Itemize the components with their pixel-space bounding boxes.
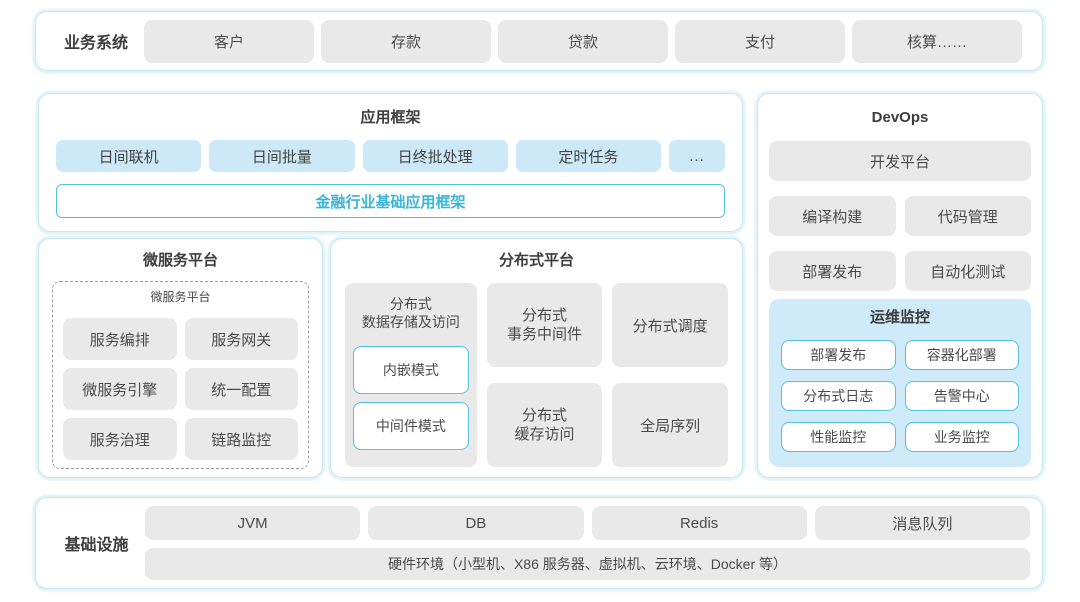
business-item-deposit: 存款	[321, 19, 491, 63]
business-item-payment: 支付	[675, 19, 845, 63]
monitor-item-performance: 性能监控	[781, 422, 896, 452]
microservice-inner-box: 微服务平台 服务编排 服务网关 微服务引擎 统一配置 服务治理 链路监控	[52, 281, 309, 469]
infrastructure-items-row: JVM DB Redis 消息队列	[145, 506, 1030, 540]
ops-monitoring-grid: 部署发布 容器化部署 分布式日志 告警中心 性能监控 业务监控	[781, 340, 1019, 452]
devops-tool-code: 代码管理	[904, 196, 1031, 236]
devops-panel: DevOps 开发平台 编译构建 代码管理 部署发布 自动化测试 运维监控 部署…	[757, 93, 1043, 478]
distributed-cache-box: 分布式 缓存访问	[486, 383, 603, 467]
distributed-scheduler-box: 分布式调度	[612, 283, 729, 367]
distributed-sequence-box: 全局序列	[612, 383, 729, 467]
distributed-transaction-box: 分布式 事务中间件	[486, 283, 603, 367]
microservice-panel: 微服务平台 微服务平台 服务编排 服务网关 微服务引擎 统一配置 服务治理 链路…	[38, 238, 323, 478]
base-framework-bar: 金融行业基础应用框架	[56, 184, 725, 218]
distributed-middle-column: 分布式 事务中间件 分布式 缓存访问	[486, 283, 603, 467]
devops-tools-grid: 编译构建 代码管理 部署发布 自动化测试	[769, 196, 1031, 291]
app-item-daytime-online: 日间联机	[56, 140, 202, 172]
infrastructure-label: 基础设施	[64, 537, 129, 554]
micro-item-gateway: 服务网关	[184, 318, 298, 360]
storage-mode-middleware: 中间件模式	[353, 402, 469, 450]
devops-tool-build: 编译构建	[769, 196, 896, 236]
ops-monitoring-title: 运维监控	[869, 309, 930, 326]
distributed-storage-box: 分布式 数据存储及访问 内嵌模式 中间件模式	[345, 283, 477, 467]
distributed-panel: 分布式平台 分布式 数据存储及访问 内嵌模式 中间件模式 分布式 事务中间件 分…	[330, 238, 743, 478]
app-item-more: ...	[669, 140, 725, 172]
business-item-customer: 客户	[144, 19, 314, 63]
infra-item-jvm: JVM	[145, 506, 361, 540]
monitor-item-container: 容器化部署	[904, 340, 1019, 370]
app-item-daytime-batch: 日间批量	[209, 140, 355, 172]
infra-item-db: DB	[368, 506, 584, 540]
monitor-item-alert: 告警中心	[904, 381, 1019, 411]
ops-monitoring-panel: 运维监控 部署发布 容器化部署 分布式日志 告警中心 性能监控 业务监控	[769, 299, 1031, 467]
devops-tool-autotest: 自动化测试	[904, 251, 1031, 291]
business-systems-label: 业务系统	[63, 35, 128, 52]
monitor-item-business: 业务监控	[904, 422, 1019, 452]
monitor-item-logs: 分布式日志	[781, 381, 896, 411]
infra-item-redis: Redis	[591, 506, 807, 540]
micro-item-governance: 服务治理	[63, 418, 177, 460]
distributed-storage-label: 分布式 数据存储及访问	[361, 296, 460, 330]
app-item-scheduled-task: 定时任务	[515, 140, 661, 172]
infrastructure-panel: 基础设施 JVM DB Redis 消息队列 硬件环境（小型机、X86 服务器、…	[35, 497, 1043, 589]
business-item-accounting: 核算……	[852, 19, 1022, 63]
microservice-inner-title: 微服务平台	[150, 290, 211, 304]
app-framework-title: 应用框架	[360, 109, 421, 126]
distributed-right-column: 分布式调度 全局序列	[612, 283, 729, 467]
devops-tool-deploy: 部署发布	[769, 251, 896, 291]
distributed-title: 分布式平台	[498, 252, 574, 269]
micro-item-tracing: 链路监控	[184, 418, 298, 460]
monitor-item-deploy: 部署发布	[781, 340, 896, 370]
business-item-loan: 贷款	[498, 19, 668, 63]
micro-item-config: 统一配置	[184, 368, 298, 410]
distributed-grid: 分布式 数据存储及访问 内嵌模式 中间件模式 分布式 事务中间件 分布式 缓存访…	[345, 283, 729, 467]
microservice-grid: 服务编排 服务网关 微服务引擎 统一配置 服务治理 链路监控	[63, 318, 298, 460]
microservice-title: 微服务平台	[142, 252, 218, 269]
micro-item-engine: 微服务引擎	[63, 368, 177, 410]
dev-platform-box: 开发平台	[769, 141, 1031, 181]
infrastructure-stack: JVM DB Redis 消息队列 硬件环境（小型机、X86 服务器、虚拟机、云…	[145, 506, 1030, 580]
app-item-eod-batch: 日终批处理	[362, 140, 508, 172]
hardware-environment-bar: 硬件环境（小型机、X86 服务器、虚拟机、云环境、Docker 等）	[145, 548, 1030, 580]
app-framework-row: 日间联机 日间批量 日终批处理 定时任务 ...	[56, 140, 725, 172]
app-framework-panel: 应用框架 日间联机 日间批量 日终批处理 定时任务 ... 金融行业基础应用框架	[38, 93, 743, 232]
infra-item-mq: 消息队列	[814, 506, 1030, 540]
storage-mode-embedded: 内嵌模式	[353, 346, 469, 394]
business-items-row: 客户 存款 贷款 支付 核算……	[144, 19, 1022, 63]
devops-title: DevOps	[871, 109, 929, 126]
business-systems-panel: 业务系统 客户 存款 贷款 支付 核算……	[35, 11, 1043, 71]
micro-item-orchestration: 服务编排	[63, 318, 177, 360]
